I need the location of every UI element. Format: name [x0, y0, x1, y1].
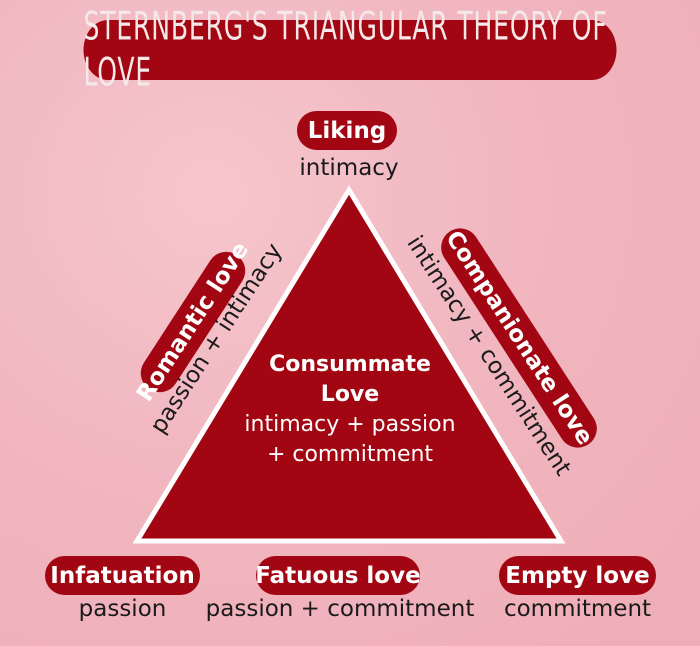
consummate-label-line1: Consummate — [269, 352, 431, 377]
empty-love-label: Empty love — [505, 562, 650, 589]
infatuation-pill: Infatuation — [45, 556, 200, 595]
fatuous-love-label: Fatuous love — [255, 562, 421, 589]
infatuation-components: passion — [78, 596, 167, 622]
empty-love-components: commitment — [503, 596, 652, 622]
fatuous-love-components: passion + commitment — [205, 596, 475, 622]
diagram-title: STERNBERG'S TRIANGULAR THEORY OF LOVE — [83, 4, 608, 96]
liking-pill: Liking — [297, 111, 397, 150]
consummate-components-line1: intimacy + passion — [244, 412, 456, 437]
infatuation-label: Infatuation — [50, 562, 195, 589]
consummate-components-line2: + commitment — [266, 442, 434, 467]
consummate-label-line2: Love — [320, 382, 380, 407]
consummate-love-block: Consummate Love intimacy + passion + com… — [230, 350, 470, 470]
empty-love-pill: Empty love — [499, 556, 656, 595]
liking-label: Liking — [307, 117, 387, 144]
title-banner: STERNBERG'S TRIANGULAR THEORY OF LOVE — [83, 4, 617, 96]
fatuous-love-pill: Fatuous love — [255, 556, 421, 595]
liking-components: intimacy — [299, 155, 399, 181]
